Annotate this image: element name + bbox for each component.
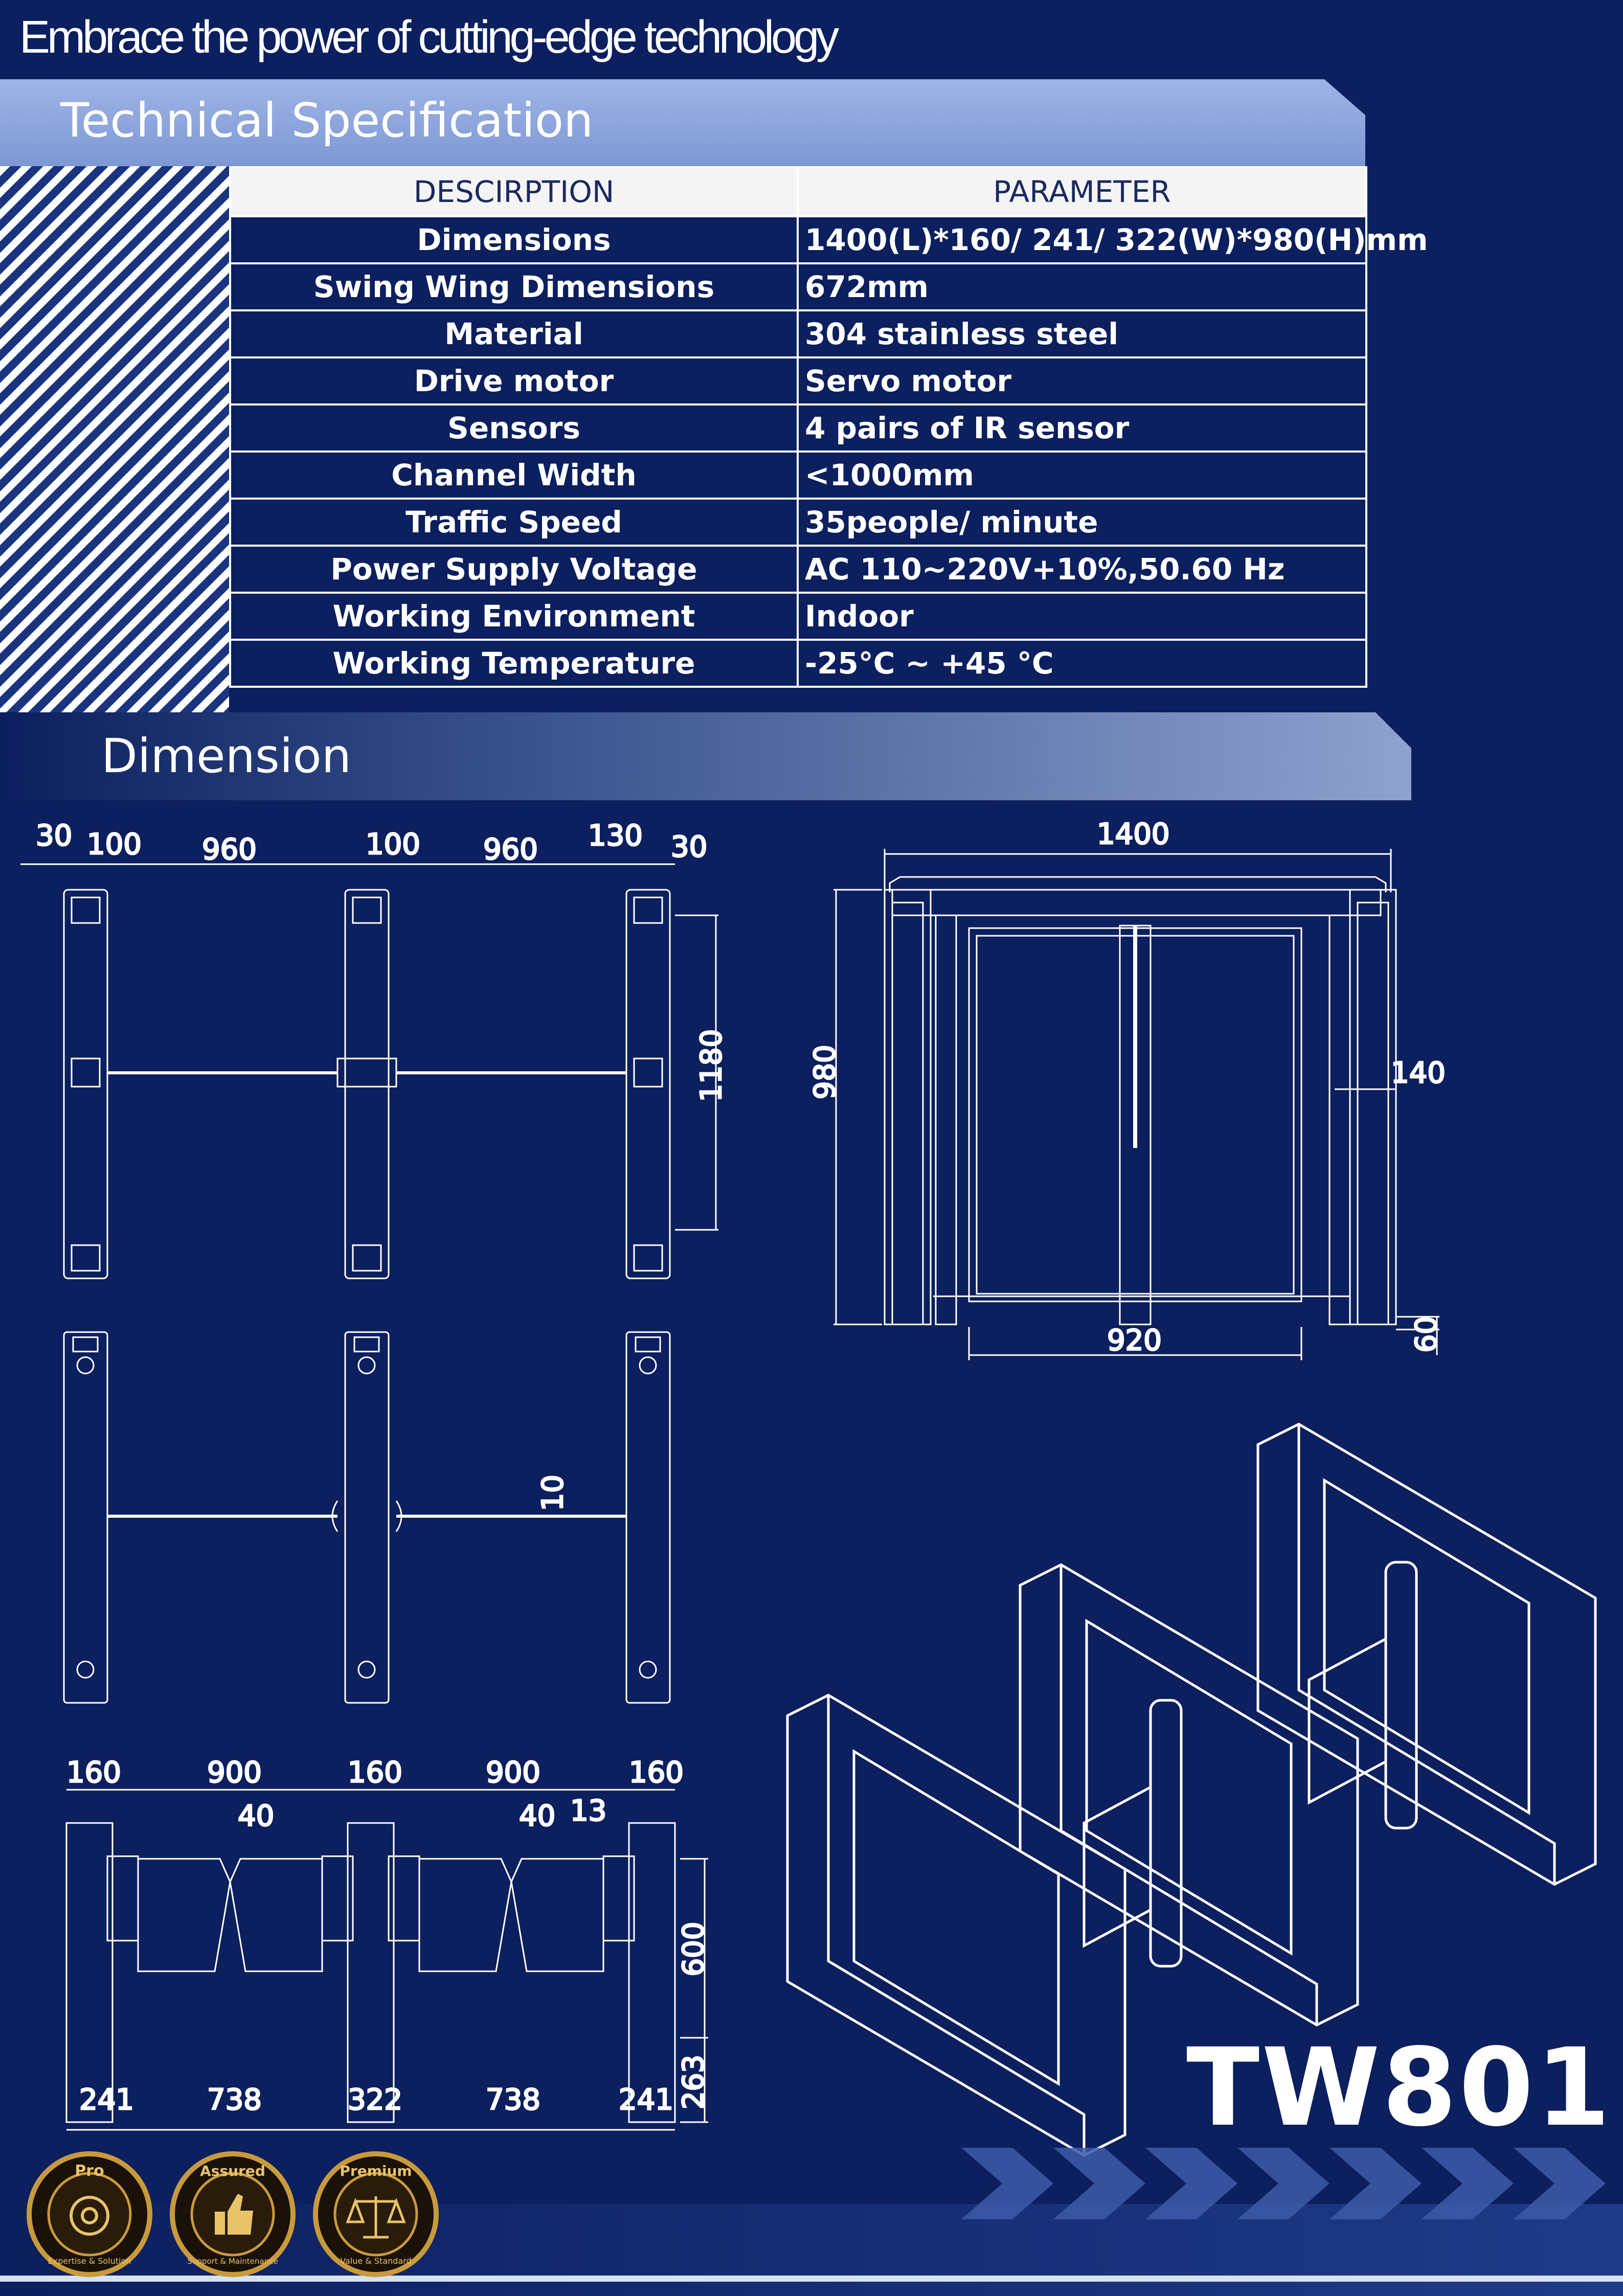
spec-parameter: Indoor: [797, 592, 1367, 641]
top-dim-130: 130: [588, 819, 643, 852]
front-view-drawing: 1400 980 140 60 920: [808, 817, 1446, 1360]
spec-description: Dimensions: [229, 215, 799, 264]
premium-badge: Premium Value & Standard: [313, 2151, 439, 2277]
product-code: TW801: [1186, 2025, 1613, 2150]
parameter-header: PARAMETER: [797, 166, 1367, 217]
pro-badge: Pro Expertise & Solution: [27, 2151, 152, 2277]
bottom-dim-322: 322: [348, 2083, 402, 2117]
top-dim-30-left: 30: [36, 819, 72, 852]
dimension-banner: [0, 712, 1411, 800]
isometric-illustration: [786, 1423, 1597, 2157]
mid-view-drawing: 10: [63, 1331, 671, 1704]
top-dim-960-left: 960: [202, 833, 257, 866]
mid-dim-10: 10: [536, 1475, 570, 1511]
spec-parameter: 35people/ minute: [797, 498, 1367, 547]
table-row: Working Temperature -25°C ~ +45 °C: [229, 639, 1367, 688]
badge-top-label: Premium: [340, 2163, 412, 2179]
spec-parameter: 1400(L)*160/ 241/ 322(W)*980(H)mm: [797, 215, 1428, 264]
top-view-drawing: 30 100 960 100 960 130 30 1180: [20, 819, 729, 1279]
front-dim-1400: 1400: [1097, 818, 1170, 851]
table-row: Channel Width<1000mm: [229, 451, 1367, 500]
thumbs-up-icon: [215, 2194, 253, 2235]
description-header: DESCIRPTION: [229, 166, 799, 217]
top-dim-30-right: 30: [671, 830, 707, 864]
brain-gear-icon: [70, 2196, 109, 2236]
spec-description: Traffic Speed: [229, 498, 799, 547]
dimension-title: Dimension: [101, 729, 352, 783]
bottom-dim-40-1: 40: [238, 1799, 274, 1833]
front-dim-140: 140: [1391, 1056, 1446, 1090]
scales-icon: [346, 2196, 406, 2239]
spec-description: Material: [229, 309, 799, 358]
bottom-dim-738-1: 738: [207, 2083, 262, 2117]
spec-banner: [0, 79, 1365, 166]
spec-parameter: AC 110~220V+10%,50.60 Hz: [797, 545, 1367, 594]
top-dim-100-mid: 100: [366, 828, 420, 861]
bottom-dim-241-2: 241: [619, 2083, 673, 2117]
spec-parameter: 304 stainless steel: [797, 309, 1367, 358]
spec-header-row: DESCIRPTION PARAMETER: [229, 166, 1367, 217]
badge-top-label: Assured: [200, 2163, 265, 2179]
bottom-dim-900-2: 900: [486, 1756, 540, 1789]
technical-drawings: 30 100 960 100 960 130 30 1180 1400 980 …: [20, 817, 1597, 2157]
spec-parameter: 672mm: [797, 262, 1367, 311]
top-dim-100-left: 100: [87, 828, 142, 861]
tagline: Embrace the power of cutting-edge techno…: [19, 12, 839, 63]
spec-description: Working Temperature: [229, 639, 799, 688]
bottom-dim-40-2: 40: [519, 1799, 555, 1833]
spec-description: Channel Width: [229, 451, 799, 500]
spec-title: Technical Specification: [60, 93, 594, 148]
bottom-dim-241-1: 241: [79, 2083, 134, 2117]
bottom-dim-600: 600: [677, 1922, 710, 1976]
front-dim-60: 60: [1410, 1316, 1443, 1353]
assured-badge: Assured Support & Maintenance: [170, 2151, 296, 2277]
bottom-dim-738-2: 738: [486, 2083, 540, 2117]
spec-description: Power Supply Voltage: [229, 545, 799, 594]
top-dim-1180: 1180: [695, 1029, 728, 1102]
spec-description: Swing Wing Dimensions: [229, 262, 799, 311]
badge-top-label: Pro: [75, 2162, 104, 2180]
spec-parameter: <1000mm: [797, 451, 1367, 500]
spec-parameter: -25°C ~ +45 °C: [797, 639, 1367, 688]
badge-bottom-label: Expertise & Solution: [48, 2256, 131, 2266]
bottom-dim-160-1: 160: [66, 1756, 121, 1789]
stripe-decoration: [0, 166, 229, 712]
spec-description: Working Environment: [229, 592, 799, 641]
spec-parameter: Servo motor: [797, 356, 1367, 406]
spec-parameter: 4 pairs of IR sensor: [797, 403, 1367, 453]
badge-bottom-label: Support & Maintenance: [187, 2257, 278, 2266]
bottom-view-drawing: 160 900 160 900 160 40 40 13 600 263 241…: [65, 1755, 711, 2131]
bottom-dim-160-3: 160: [629, 1756, 684, 1789]
bottom-dim-13: 13: [570, 1794, 606, 1828]
top-dim-960-right: 960: [483, 833, 538, 866]
front-dim-980: 980: [808, 1045, 842, 1099]
spec-description: Sensors: [229, 403, 799, 453]
front-dim-920: 920: [1107, 1324, 1162, 1357]
bottom-dim-263: 263: [677, 2055, 710, 2109]
bottom-dim-900-1: 900: [207, 1756, 262, 1789]
bottom-dim-160-2: 160: [348, 1756, 402, 1789]
badge-bottom-label: Value & Standard: [340, 2256, 411, 2266]
spec-description: Drive motor: [229, 356, 799, 406]
